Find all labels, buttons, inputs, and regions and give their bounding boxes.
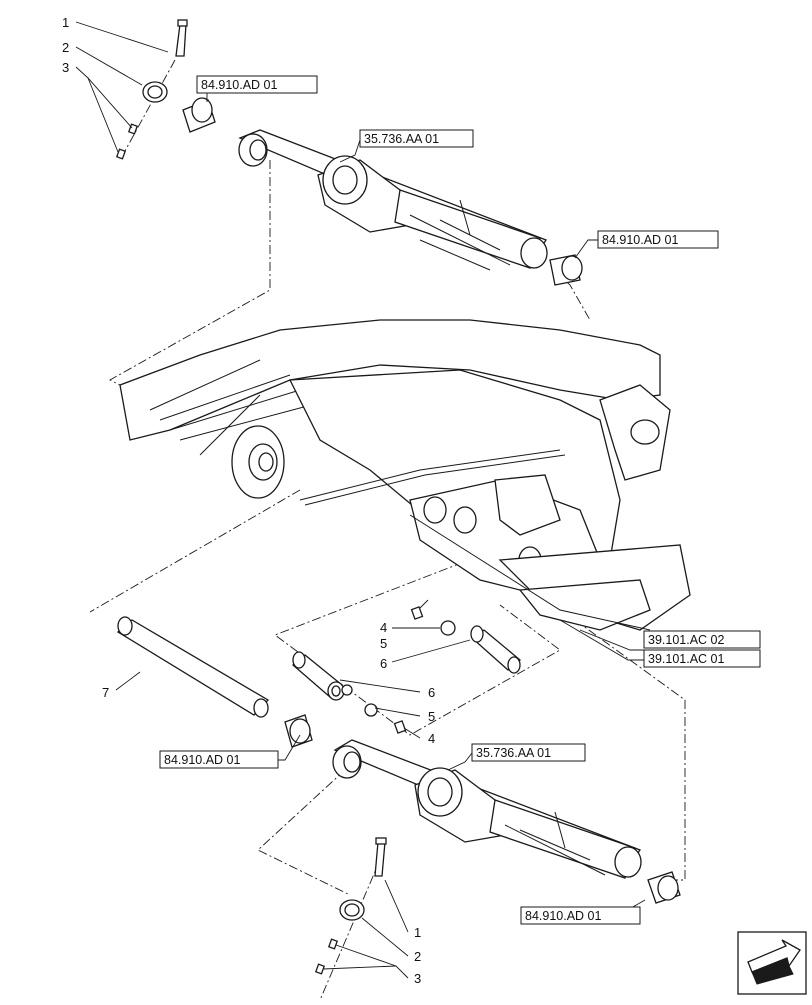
ref-link-label: 84.910.AD 01 — [602, 233, 678, 247]
pivot-pin-disc — [231, 425, 285, 499]
mid-bolt-lower — [393, 720, 407, 734]
leader-lines — [75, 21, 646, 979]
callout-4-mid-upper: 4 — [380, 620, 387, 635]
top-bushing — [182, 97, 216, 133]
ref-link-label: 35.736.AA 01 — [476, 746, 551, 760]
top-cylinder — [238, 129, 548, 271]
long-pin — [116, 616, 270, 718]
bottom-bushing-ring — [339, 899, 365, 921]
ref-link-label: 39.101.AC 01 — [648, 652, 724, 666]
callout-2-bottom: 2 — [414, 949, 421, 964]
mid-washer-upper — [440, 620, 456, 636]
callout-numbers: 1 2 3 4 5 6 6 5 4 7 1 2 3 — [62, 15, 435, 986]
boom-structure — [119, 319, 691, 631]
ref-link-label: 84.910.AD 01 — [201, 78, 277, 92]
callout-3-top: 3 — [62, 60, 69, 75]
mid-bushing — [284, 714, 313, 748]
ref-link-84910-top-right[interactable]: 84.910.AD 01 — [597, 230, 719, 249]
bottom-cylinder — [332, 739, 642, 879]
ref-link-84910-bottom[interactable]: 84.910.AD 01 — [520, 906, 641, 925]
top-bolt — [175, 19, 188, 57]
ref-link-39101-02[interactable]: 39.101.AC 02 — [643, 630, 761, 649]
top-bushing-ring — [142, 81, 168, 103]
ref-link-label: 35.736.AA 01 — [364, 132, 439, 146]
callout-2-top: 2 — [62, 40, 69, 55]
ref-link-label: 39.101.AC 02 — [648, 633, 724, 647]
bottom-grease-fitting — [314, 938, 339, 975]
callout-7: 7 — [102, 685, 109, 700]
ref-link-84910-top-left[interactable]: 84.910.AD 01 — [196, 75, 318, 94]
ref-link-35736-top[interactable]: 35.736.AA 01 — [359, 129, 474, 148]
ref-link-label: 84.910.AD 01 — [525, 909, 601, 923]
bottom-bolt — [374, 837, 387, 877]
ref-link-35736-bottom[interactable]: 35.736.AA 01 — [471, 743, 586, 762]
top-grease-fitting — [115, 123, 139, 160]
callout-6-mid-upper: 6 — [380, 656, 387, 671]
callout-1-bottom: 1 — [414, 925, 421, 940]
arrow-next-page-icon[interactable] — [737, 931, 807, 995]
callout-1-top: 1 — [62, 15, 69, 30]
callout-5-mid-lower: 5 — [428, 709, 435, 724]
callout-3-bottom: 3 — [414, 971, 421, 986]
mid-washer-lower — [341, 684, 378, 717]
callout-6-mid-lower: 6 — [428, 685, 435, 700]
ref-link-label: 84.910.AD 01 — [164, 753, 240, 767]
mid-sleeve-lower — [291, 651, 345, 701]
callout-4-mid-lower: 4 — [428, 731, 435, 746]
ref-link-84910-mid[interactable]: 84.910.AD 01 — [159, 750, 279, 769]
assembly-dash-lines — [89, 59, 686, 1001]
top-right-bushing — [549, 254, 583, 286]
mid-sleeve-upper — [470, 625, 522, 674]
callout-5-mid-upper: 5 — [380, 636, 387, 651]
ref-link-39101-01[interactable]: 39.101.AC 01 — [643, 649, 761, 668]
mid-bolt-upper — [410, 606, 424, 620]
bottom-right-bushing — [647, 871, 681, 904]
